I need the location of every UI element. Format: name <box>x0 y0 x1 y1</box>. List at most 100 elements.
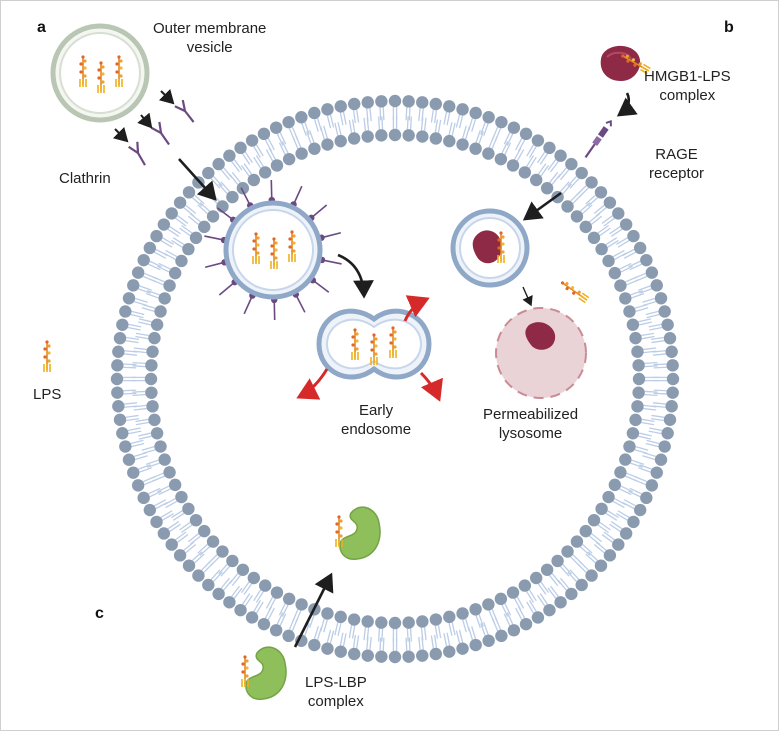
lipid-head <box>375 616 388 629</box>
lipid-tail <box>585 194 596 205</box>
lipid-head <box>388 94 402 108</box>
lipid-tail <box>406 628 409 642</box>
lipid-tail <box>125 414 139 418</box>
lipid-head <box>182 186 196 199</box>
lipid-tail <box>480 623 486 636</box>
lipid-tail <box>356 109 360 123</box>
lipid-tail <box>644 393 658 396</box>
lipid-head <box>198 220 211 234</box>
lipid-tail <box>478 614 484 627</box>
lipid-tail <box>634 304 648 309</box>
lipid-tail <box>123 392 137 395</box>
lipid-tail <box>625 276 638 283</box>
lipid-tail <box>146 459 159 465</box>
lipid-tail <box>242 153 251 165</box>
lipid-tail <box>605 512 618 521</box>
lipid-head <box>661 318 674 331</box>
lipid-tail <box>465 618 470 632</box>
lipid-tail <box>639 288 652 294</box>
lipid-tail <box>562 183 572 195</box>
lipid-head <box>469 106 482 120</box>
lipid-head <box>645 266 659 279</box>
lipid-tail <box>560 169 570 181</box>
lipid-head <box>192 569 205 582</box>
lipid-tail <box>643 404 657 408</box>
lipid-head <box>561 200 574 213</box>
lipid-tail <box>451 122 456 136</box>
lipid-head <box>658 440 671 453</box>
lipid-head <box>144 372 158 386</box>
lipid-tail <box>516 596 525 609</box>
lipid-tail <box>448 622 453 636</box>
lipid-tail <box>167 521 180 530</box>
lipid-head <box>116 318 129 331</box>
lipid-tail <box>326 115 332 129</box>
lipid-tail <box>265 596 274 609</box>
panel-letter-c: c <box>95 605 104 622</box>
lipid-tail <box>644 390 658 393</box>
lipid-head <box>150 229 163 243</box>
lipid-tail <box>513 598 522 611</box>
lipid-tail <box>125 340 139 344</box>
lipid-head <box>163 279 176 292</box>
lipid-tail <box>197 543 208 554</box>
lipid-head <box>119 305 132 318</box>
lipid-tail <box>434 625 439 639</box>
lipid-tail <box>537 151 546 164</box>
lipid-head <box>347 613 361 626</box>
lipid-head <box>257 127 271 141</box>
lipid-head <box>612 538 625 551</box>
lipid-head <box>529 173 543 187</box>
lipid-head <box>122 292 136 305</box>
lipid-tail <box>133 404 147 408</box>
lipid-tail <box>572 554 583 565</box>
lipid-tail <box>638 318 652 323</box>
lipid-tail <box>409 116 412 130</box>
lipid-head <box>614 279 627 292</box>
rage-receptor-icon <box>584 119 612 159</box>
lipid-head <box>234 141 247 155</box>
lipid-head <box>579 524 592 538</box>
lipid-tail <box>526 601 535 614</box>
lipid-tail <box>382 637 385 651</box>
lipid-head <box>506 159 520 172</box>
lipid-tail <box>620 485 633 493</box>
lipid-tail <box>128 430 142 435</box>
lipid-head <box>627 229 640 243</box>
lipid-head <box>531 611 545 624</box>
lipid-tail <box>418 636 421 650</box>
uptake-arrow <box>522 191 562 221</box>
lipid-tail <box>434 119 439 133</box>
lipid-head <box>226 190 239 204</box>
lipid-head <box>554 149 567 162</box>
lipid-tail <box>433 634 438 648</box>
lipid-tail <box>243 583 253 595</box>
lipid-head <box>282 115 295 129</box>
lipid-tail <box>628 260 641 268</box>
lipid-tail <box>648 430 662 435</box>
lipid-tail <box>483 622 489 635</box>
lipid-tail <box>643 407 657 411</box>
lipid-tail <box>172 237 185 246</box>
lipid-tail <box>309 130 315 143</box>
lipid-head <box>663 413 677 426</box>
lipid-head <box>469 638 482 652</box>
lipid-tail <box>619 488 632 496</box>
lipid-tail <box>149 260 162 268</box>
lipid-tail <box>279 613 287 626</box>
lipid-tail <box>292 609 299 622</box>
lipid-tail <box>570 191 581 202</box>
lipid-head <box>623 440 636 453</box>
lipid-head <box>429 132 443 145</box>
lipid-tail <box>501 141 509 154</box>
lipid-tail <box>645 310 659 316</box>
lipid-tail <box>603 531 615 541</box>
lipid-head <box>375 650 388 663</box>
lipid-head <box>429 613 443 626</box>
lipid-head <box>202 578 215 592</box>
lipid-tail <box>131 442 145 448</box>
lipid-tail <box>171 510 183 519</box>
lipid-head <box>632 372 646 386</box>
lipid-tail <box>157 485 170 493</box>
lipid-tail <box>363 627 367 641</box>
